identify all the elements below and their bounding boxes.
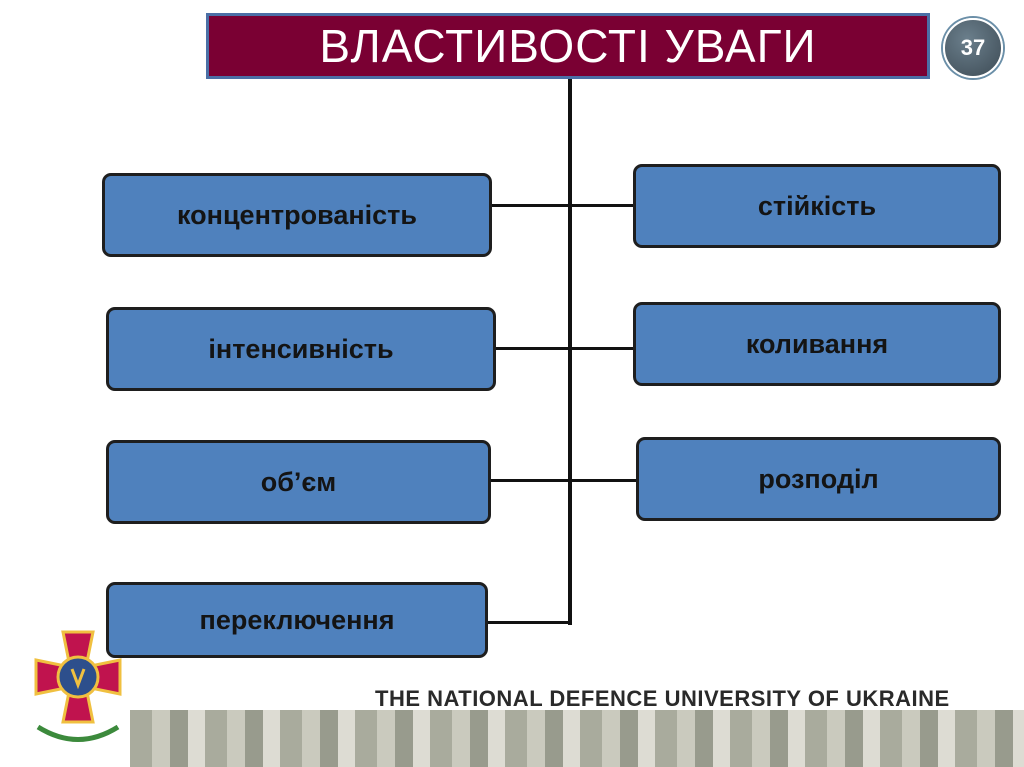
university-emblem-icon	[34, 630, 122, 742]
diagram-title: ВЛАСТИВОСТІ УВАГИ	[206, 13, 930, 79]
node-volume: об’єм	[106, 440, 491, 524]
node-fluctuation: коливання	[633, 302, 1001, 386]
trunk-line	[568, 79, 572, 625]
node-distribution: розподіл	[636, 437, 1001, 521]
connector-line	[489, 479, 640, 482]
node-switching: переключення	[106, 582, 488, 658]
slide-number-badge: 37	[943, 18, 1003, 78]
camouflage-band	[130, 710, 1024, 767]
connector-line	[490, 204, 636, 207]
connector-line	[494, 347, 636, 350]
node-concentration: концентрованість	[102, 173, 492, 257]
university-name: THE NATIONAL DEFENCE UNIVERSITY OF UKRAI…	[375, 686, 950, 711]
connector-line	[486, 621, 570, 624]
node-stability: стійкість	[633, 164, 1001, 248]
node-intensity: інтенсивність	[106, 307, 496, 391]
